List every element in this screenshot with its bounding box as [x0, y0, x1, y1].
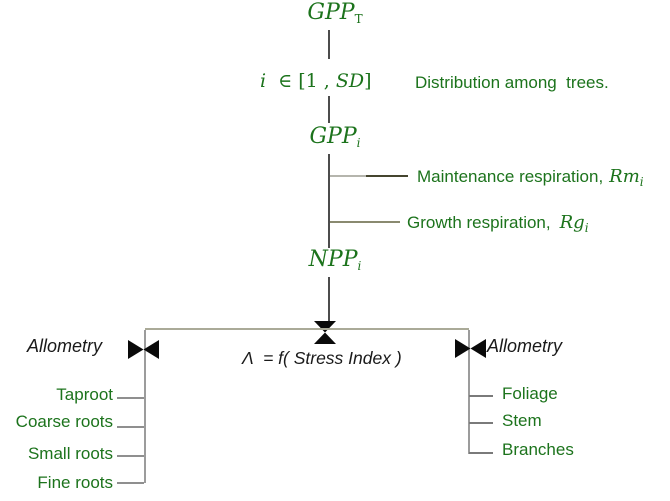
label-branches: Branches	[502, 440, 574, 459]
npp-base: NPP	[308, 247, 358, 272]
maintenance-var-subscript: i	[639, 175, 644, 190]
trunk-line-2	[328, 96, 330, 123]
index-membership: ∈ [1 ,	[266, 70, 336, 92]
gpp-total-subscript: T	[354, 12, 363, 27]
allometry-right-label: Allometry	[487, 336, 563, 356]
growth-branch-line	[330, 221, 400, 223]
label-foliage: Foliage	[502, 384, 558, 403]
trunk-line-1	[328, 30, 330, 59]
right-allometry-valve-icon	[455, 339, 486, 358]
tree-index-expression: i ∈ [1 , SD]	[260, 69, 372, 94]
label-small-roots: Small roots	[27, 444, 113, 463]
gpp-total-label: GPPT	[255, 0, 415, 26]
gpp-tree-subscript: i	[356, 136, 361, 151]
coarse-roots-tick-line	[117, 426, 144, 428]
growth-respiration-label: Growth respiration, Rgi	[407, 212, 589, 234]
growth-var-subscript: i	[584, 221, 589, 236]
stem-tick-line	[469, 422, 493, 424]
right-branch-line	[468, 330, 470, 454]
gpp-tree-label: GPPi	[255, 124, 415, 150]
trunk-line-4	[328, 277, 330, 322]
label-coarse-roots: Coarse roots	[15, 412, 113, 431]
allocation-crossbar	[145, 328, 469, 330]
label-fine-roots: Fine roots	[37, 473, 113, 492]
index-close-bracket: ]	[364, 70, 372, 92]
maintenance-text: Maintenance respiration,	[417, 167, 604, 186]
growth-text: Growth respiration,	[407, 213, 551, 232]
small-roots-tick-line	[117, 455, 144, 457]
gpp-total-base: GPP	[307, 0, 355, 25]
left-branch-line	[144, 330, 146, 483]
left-allometry-valve-icon	[128, 340, 159, 359]
growth-var: Rg	[559, 212, 585, 233]
branches-tick-line	[469, 452, 493, 454]
index-sd: SD	[335, 70, 365, 92]
partition-valve-icon	[314, 321, 336, 344]
fine-roots-tick-line	[117, 482, 144, 484]
maintenance-var: Rm	[609, 166, 640, 187]
maintenance-branch-line	[330, 175, 408, 177]
label-taproot: Taproot	[56, 385, 113, 404]
gpp-tree-base: GPP	[309, 124, 357, 149]
taproot-tick-line	[117, 397, 144, 399]
index-i: i	[260, 70, 267, 92]
npp-label: NPPi	[255, 247, 415, 273]
distribution-note: Distribution among trees.	[415, 73, 609, 92]
allometry-left-label: Allometry	[27, 336, 103, 356]
lambda-function-label: Λ = f( Stress Index )	[242, 348, 402, 368]
label-stem: Stem	[502, 411, 542, 430]
foliage-tick-line	[469, 395, 493, 397]
trunk-line-3	[328, 154, 330, 248]
npp-subscript: i	[357, 259, 362, 274]
maintenance-respiration-label: Maintenance respiration, Rmi	[417, 166, 644, 188]
